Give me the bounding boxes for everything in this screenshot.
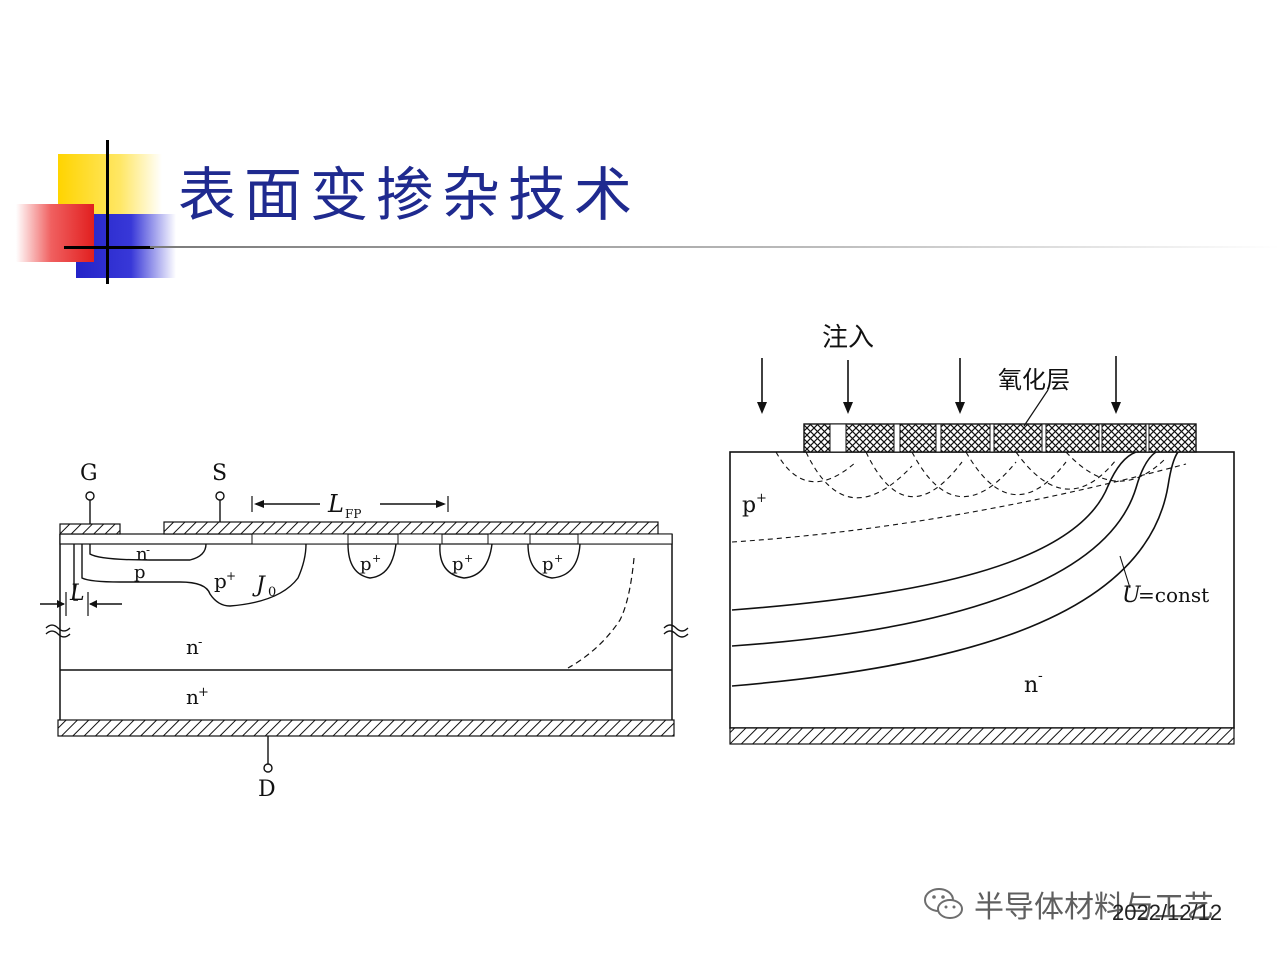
oxide-window-b [893, 423, 901, 453]
drain-label: D [258, 777, 276, 802]
title-underline [150, 246, 1280, 248]
p-plus-ring-2-label: p [452, 554, 464, 575]
u-const-leader [1119, 555, 1131, 589]
implant-arrow-2 [843, 402, 853, 414]
oxide-window-f [1098, 423, 1103, 453]
p-plus-ring-1-sup: + [372, 552, 381, 565]
lfp-label: L [327, 490, 344, 518]
p-plus-sup: + [756, 491, 767, 506]
p-plus-ring-1-label: p [360, 554, 372, 575]
drain-metal [57, 719, 675, 737]
u-label: U [1122, 583, 1142, 608]
left-cross-section-diagram: G S D L FP L n - p p + J 0 p + p + p + n… [40, 461, 689, 802]
bottom-metal [729, 727, 1235, 745]
n-minus-drift-label: n [186, 635, 199, 659]
drain-terminal [263, 763, 273, 773]
implant-label: 注入 [822, 323, 874, 353]
n-minus-top-sup: - [146, 543, 150, 557]
oxide-window-1 [251, 533, 349, 545]
channel-edge [73, 544, 78, 601]
implant-profiles [731, 451, 1187, 543]
j0-sub-label: 0 [268, 585, 276, 600]
p-plus-ring-2-sup: + [464, 552, 473, 565]
p-small-label: p [134, 562, 146, 583]
watermark-text: 半导体材料与工艺 [974, 890, 1214, 925]
footer-date: 2022/12/12 [1112, 900, 1223, 925]
oxide-layer [803, 423, 1197, 453]
p-plus-label: p [742, 493, 756, 518]
n-plus-substrate-sup: + [198, 685, 209, 700]
source-label: S [212, 461, 227, 486]
gate-electrode [59, 523, 121, 535]
ornament-horizontal-line [64, 246, 154, 249]
n-minus-sup: - [1038, 668, 1043, 684]
p-ring-2 [439, 543, 493, 579]
wechat-icon [924, 888, 963, 919]
oxide-window-2 [397, 533, 443, 545]
p-plus-ring-3-label: p [542, 554, 554, 575]
j0-label: J [252, 573, 266, 598]
oxide-window-4 [577, 533, 673, 545]
watermark: 半导体材料与工艺 [922, 882, 1214, 926]
n-minus-top-label: n [136, 544, 148, 565]
oxide-window-a [829, 423, 847, 453]
p-plus-main-sup: + [226, 569, 236, 583]
slide-title: 表面变掺杂技术 [178, 161, 641, 229]
oxide-leader-line [1023, 389, 1049, 427]
l-label: L [69, 581, 85, 606]
substrate-body [729, 451, 1235, 729]
n-plus-substrate-label: n [186, 685, 199, 709]
n-minus-label: n [1024, 673, 1038, 698]
equipotential-lines [731, 451, 1179, 687]
n-minus-source-junction [89, 543, 207, 561]
implant-arrow-1 [757, 402, 767, 414]
n-minus-drift-sup: - [198, 635, 202, 650]
ornament-red-square [16, 204, 94, 262]
gate-label: G [80, 461, 98, 486]
p-plus-main-junction [81, 543, 307, 607]
source-field-plate [163, 521, 659, 535]
right-implant-diagram: 注入 氧化层 p + U =const n - [729, 323, 1235, 745]
gate-terminal [85, 491, 95, 501]
implant-arrow-3 [955, 402, 965, 414]
ornament-vertical-line [106, 140, 109, 284]
p-ring-1 [347, 543, 397, 579]
oxide-window-3 [487, 533, 531, 545]
oxide-window-e [1041, 423, 1047, 453]
oxide-window-c [935, 423, 942, 453]
oxide-window-d [989, 423, 995, 453]
p-ring-3 [527, 543, 581, 579]
p-plus-ring-3-sup: + [554, 552, 563, 565]
oxide-label: 氧化层 [998, 366, 1070, 394]
depletion-edge [567, 557, 635, 669]
u-const-label: =const [1138, 583, 1209, 607]
lfp-sub-label: FP [345, 507, 361, 521]
source-terminal [215, 491, 225, 501]
implant-arrow-4 [1111, 402, 1121, 414]
p-plus-main-label: p [214, 569, 227, 593]
oxide-window-g [1145, 423, 1150, 453]
